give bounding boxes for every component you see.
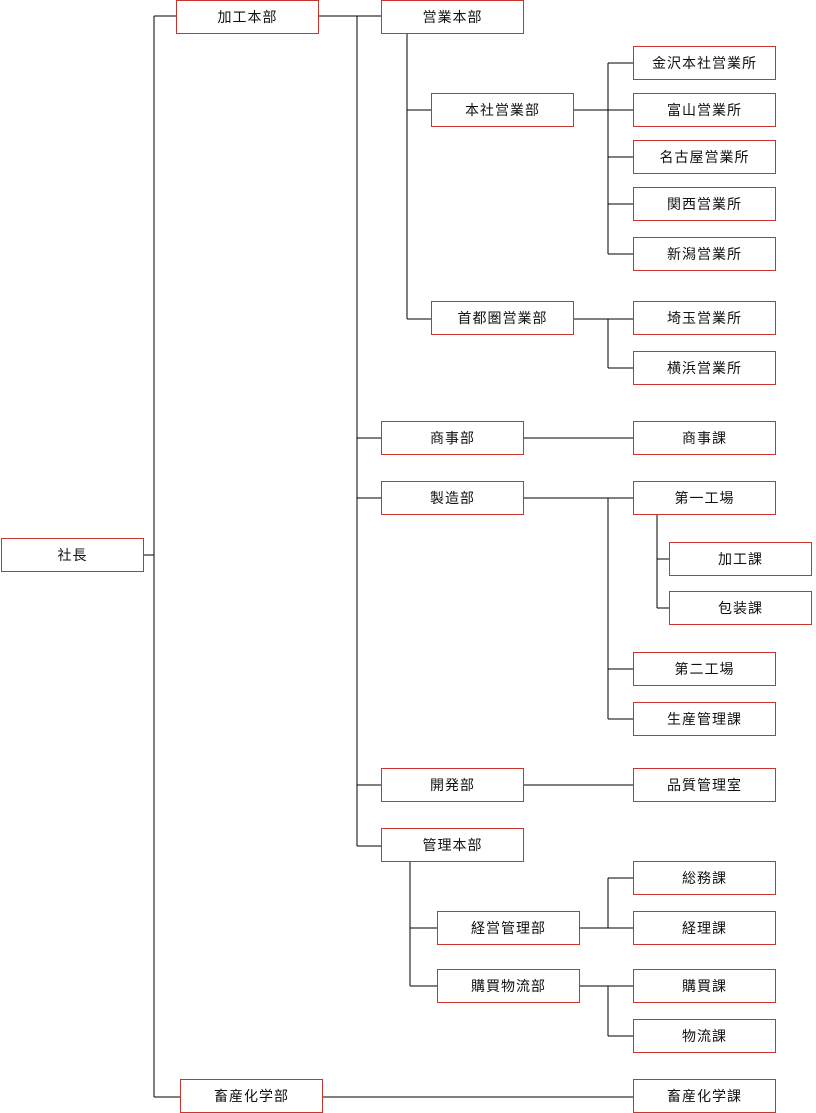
node-manufacturing-dept: 製造部	[381, 481, 524, 515]
node-niigata-office: 新潟営業所	[633, 237, 776, 271]
node-packaging-section: 包装課	[669, 591, 812, 625]
node-administration-hq: 管理本部	[381, 828, 524, 862]
node-purchasing-logistics-dept: 購買物流部	[437, 969, 580, 1003]
node-second-factory: 第二工場	[633, 652, 776, 686]
node-kanazawa-office: 金沢本社営業所	[633, 46, 776, 80]
node-toyama-office: 富山営業所	[633, 93, 776, 127]
node-head-office-sales-dept: 本社営業部	[431, 93, 574, 127]
node-nagoya-office: 名古屋営業所	[633, 140, 776, 174]
node-kansai-office: 関西営業所	[633, 187, 776, 221]
node-sales-hq: 営業本部	[381, 0, 524, 34]
node-general-affairs-section: 総務課	[633, 861, 776, 895]
node-livestock-chemical-section: 畜産化学課	[633, 1079, 776, 1113]
node-trading-section: 商事課	[633, 421, 776, 455]
node-president: 社長	[1, 538, 144, 572]
node-accounting-section: 経理課	[633, 911, 776, 945]
node-processing-hq: 加工本部	[176, 0, 319, 34]
node-production-control-section: 生産管理課	[633, 702, 776, 736]
node-yokohama-office: 横浜営業所	[633, 351, 776, 385]
node-first-factory: 第一工場	[633, 481, 776, 515]
node-purchasing-section: 購買課	[633, 969, 776, 1003]
node-quality-control-office: 品質管理室	[633, 768, 776, 802]
node-processing-section: 加工課	[669, 542, 812, 576]
node-trading-dept: 商事部	[381, 421, 524, 455]
node-development-dept: 開発部	[381, 768, 524, 802]
node-logistics-section: 物流課	[633, 1019, 776, 1053]
node-saitama-office: 埼玉営業所	[633, 301, 776, 335]
node-livestock-chemical-dept: 畜産化学部	[180, 1079, 323, 1113]
node-metropolitan-sales-dept: 首都圏営業部	[431, 301, 574, 335]
node-corporate-planning-dept: 経営管理部	[437, 911, 580, 945]
